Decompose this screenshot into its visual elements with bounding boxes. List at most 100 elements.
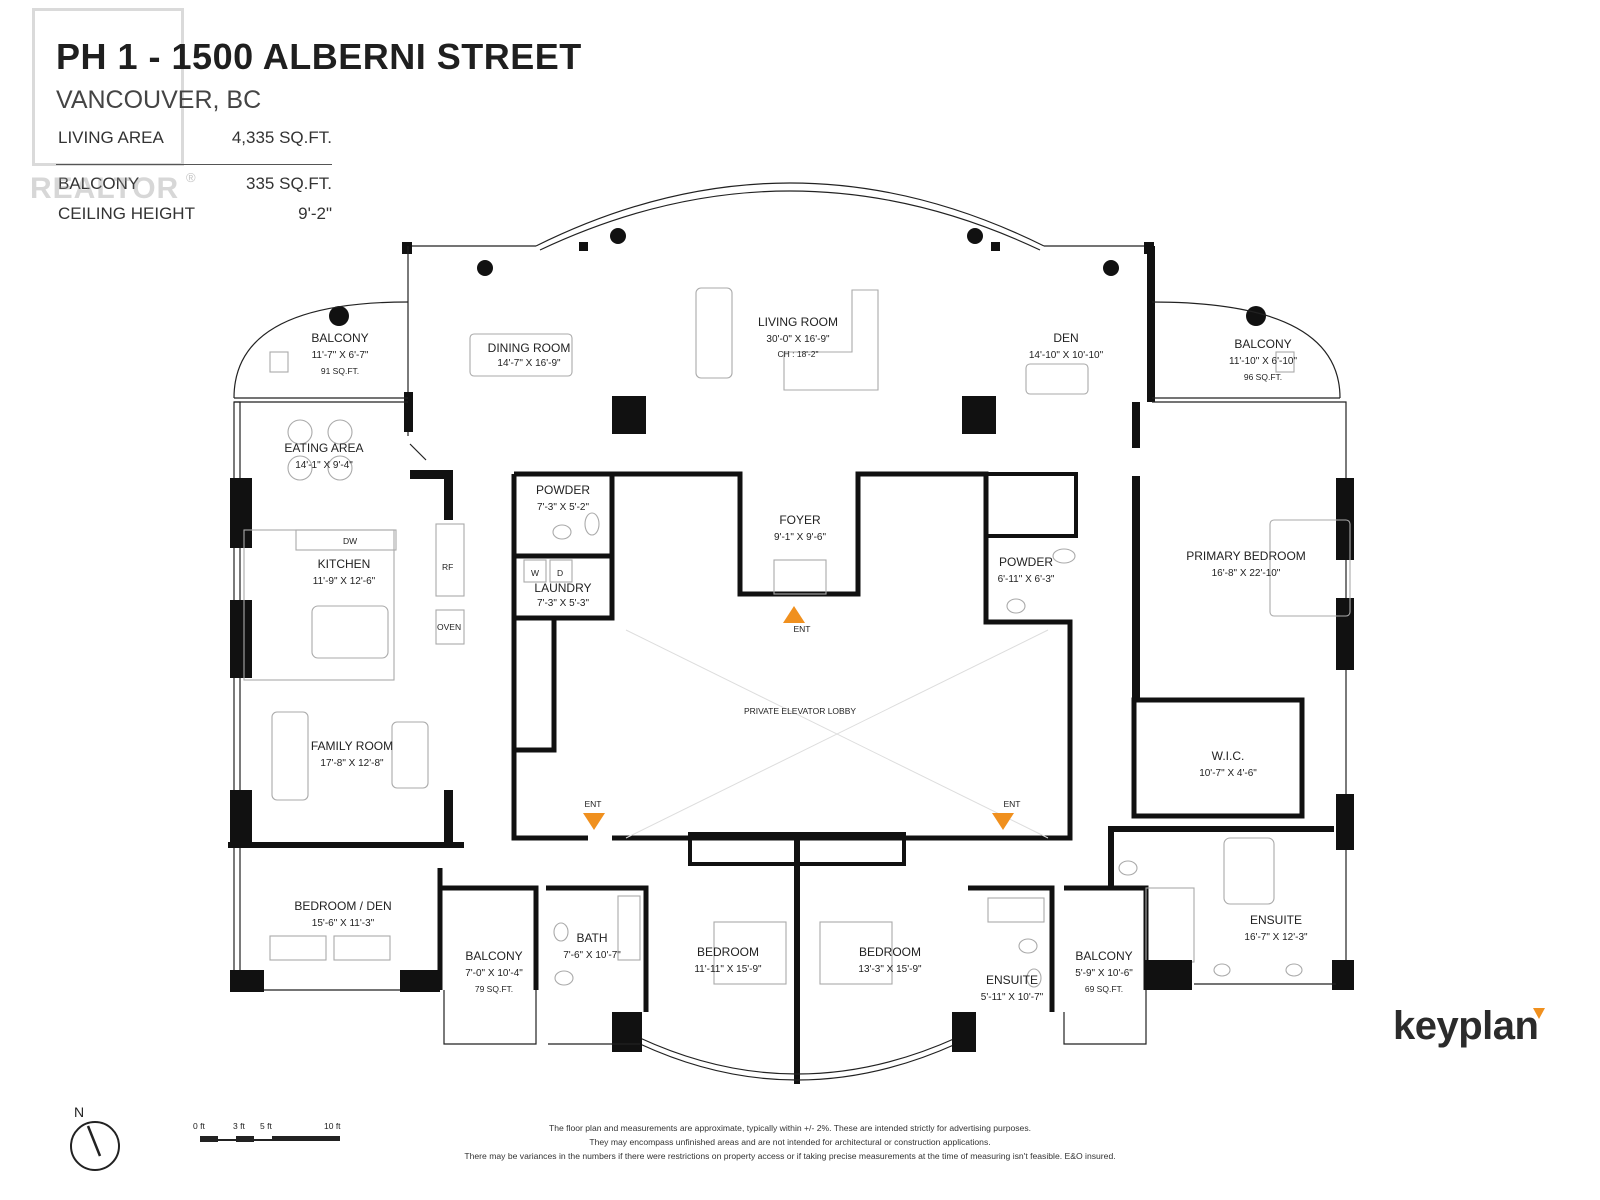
room-wic-dims: 10'-7" X 4'-6" <box>1199 768 1257 779</box>
dryer <box>549 559 573 583</box>
stat-balcony-value: 335 SQ.FT. <box>246 174 332 193</box>
compass-north-label: N <box>74 1104 85 1120</box>
lobby-diagonals <box>625 629 1049 839</box>
disclaimer-line-3: There may be variances in the numbers if… <box>464 1151 1116 1161</box>
dining-chair <box>327 455 353 481</box>
entry-doors <box>773 559 827 595</box>
toilet <box>1018 938 1038 954</box>
column <box>967 228 983 244</box>
corner-post <box>402 242 412 254</box>
disclaimer-line-1: The floor plan and measurements are appr… <box>548 1123 1032 1133</box>
wall-pier <box>1336 794 1354 850</box>
room-eating-name: EATING AREA <box>284 441 363 455</box>
sofa <box>271 711 309 801</box>
room-ensuite-s-dims: 5'-11" X 10'-7" <box>981 992 1044 1003</box>
room-bedroom2-name: BEDROOM <box>859 945 921 959</box>
stat-ceiling-label: CEILING HEIGHT <box>58 204 195 223</box>
room-foyer-name: FOYER <box>779 513 821 527</box>
room-balcony-se-name: BALCONY <box>1075 949 1132 963</box>
wall-pier <box>1336 478 1354 560</box>
primary-wall <box>1132 476 1140 702</box>
room-bedroom2-dims: 13'-3" X 15'-9" <box>858 964 922 975</box>
room-bedroom1-dims: 11'-11" X 15'-9" <box>694 964 762 975</box>
room-balcony-se-dims: 5'-9" X 10'-6" <box>1075 968 1133 979</box>
closet-wall <box>514 615 557 753</box>
dining-chair <box>287 419 313 445</box>
sink <box>1213 963 1231 977</box>
bath-balcony-walls <box>437 868 649 1012</box>
dryer-label: D <box>557 568 563 578</box>
wic-walls <box>1131 697 1305 819</box>
room-primary-name: PRIMARY BEDROOM <box>1186 549 1306 563</box>
entry-label-se: ENT <box>1004 799 1021 809</box>
bed <box>713 921 787 985</box>
wall-pier <box>612 1012 642 1052</box>
column <box>477 260 493 276</box>
chair <box>269 351 289 373</box>
room-kitchen-name: KITCHEN <box>318 557 371 571</box>
sectional-sofa <box>783 289 879 391</box>
wall-pier <box>230 790 252 846</box>
bed <box>1269 519 1351 617</box>
entry-label-sw: ENT <box>585 799 602 809</box>
wall-pier <box>400 970 440 992</box>
scale-segment <box>200 1136 218 1142</box>
fridge-label: RF <box>442 562 453 572</box>
room-laundry-name: LAUNDRY <box>534 581 591 595</box>
entry-marker-se <box>992 813 1014 830</box>
keyplan-logo-mark <box>1533 1008 1545 1019</box>
balcony-nw-rail <box>234 397 408 403</box>
toilet <box>554 970 574 986</box>
room-family-dims: 17'-8" X 12'-8" <box>320 758 384 769</box>
room-ensuite-p-dims: 16'-7" X 12'-3" <box>1244 932 1308 943</box>
scale-label-0: 0 ft <box>193 1121 205 1131</box>
kitchen-wall <box>444 790 453 846</box>
core-wall-west <box>511 474 588 841</box>
kitchen-sink <box>295 529 397 551</box>
room-eating-dims: 14'-1" X 9'-4" <box>295 460 353 471</box>
toilet <box>1052 548 1076 564</box>
entry-marker-sw <box>583 813 605 830</box>
dining-chair <box>287 455 313 481</box>
balcony-ne-rail <box>1152 397 1340 403</box>
dining-table <box>469 333 573 377</box>
desk <box>333 935 391 961</box>
stat-balcony-label: BALCONY <box>58 174 140 193</box>
room-bedroom-den-name: BEDROOM / DEN <box>294 899 391 913</box>
core-wall-north <box>514 471 1073 841</box>
disclaimer-line-2: They may encompass unfinished areas and … <box>589 1137 991 1147</box>
east-exterior-wall <box>1340 401 1347 984</box>
west-partition <box>228 842 464 848</box>
kitchen-island <box>311 605 389 659</box>
shower <box>1145 887 1195 963</box>
rotunda-arc-inner <box>539 190 1041 251</box>
room-ensuite-p-name: ENSUITE <box>1250 913 1302 927</box>
wall-segment <box>404 392 413 432</box>
dining-chair <box>327 419 353 445</box>
chair <box>1275 351 1295 373</box>
scale-label-3: 3 ft <box>233 1121 245 1131</box>
room-powder-w-name: POWDER <box>536 483 590 497</box>
compass-needle <box>86 1125 102 1157</box>
room-family-name: FAMILY ROOM <box>311 739 393 753</box>
stat-ceiling-value: 9'-2" <box>298 204 332 223</box>
wall-pier <box>230 970 264 992</box>
washer <box>523 559 547 583</box>
room-bedroom1-name: BEDROOM <box>697 945 759 959</box>
room-living-ceiling: CH : 18'-2" <box>777 349 818 359</box>
wall-pier <box>230 600 252 678</box>
room-foyer-dims: 9'-1" X 9'-6" <box>774 532 827 543</box>
ensuite-wall <box>1108 826 1114 888</box>
registered-mark: ® <box>186 170 196 185</box>
room-bath-name: BATH <box>576 931 607 945</box>
bathtub <box>617 895 641 961</box>
room-kitchen-dims: 11'-9" X 12'-6" <box>313 576 376 587</box>
compass-ring <box>70 1121 120 1171</box>
balcony-nw-outline <box>233 301 409 399</box>
property-city: VANCOUVER, BC <box>56 86 262 114</box>
column <box>329 306 349 326</box>
room-laundry-dims: 7'-3" X 5'-3" <box>537 598 590 609</box>
sofa <box>695 287 733 379</box>
fridge <box>435 523 465 597</box>
